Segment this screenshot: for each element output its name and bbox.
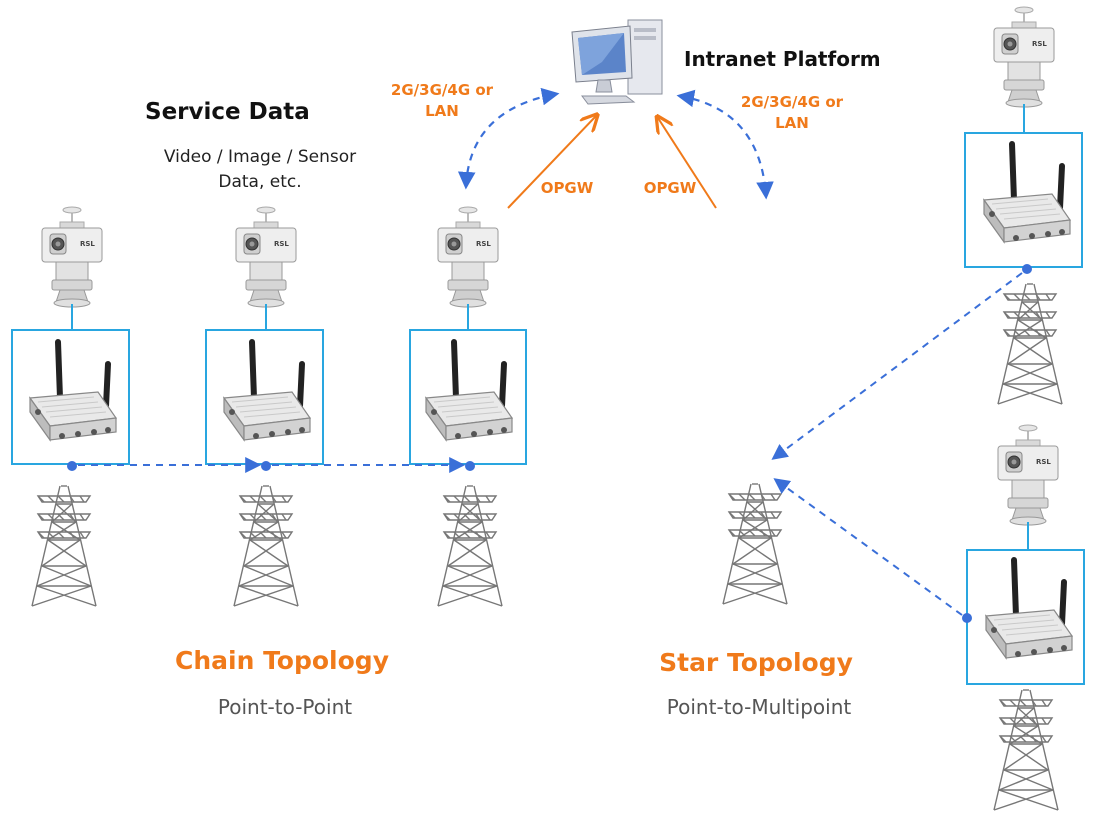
wireless-link-left bbox=[457, 87, 560, 190]
node-dot bbox=[962, 613, 972, 623]
opgw-link-right bbox=[658, 118, 717, 209]
wireless-label-left-line1: 2G/3G/4G or bbox=[391, 81, 494, 99]
computer-icon bbox=[571, 19, 663, 105]
node-dot bbox=[67, 461, 77, 471]
chain-node-1 bbox=[11, 206, 130, 607]
star-topology-title: Star Topology bbox=[659, 648, 853, 677]
router-icon bbox=[984, 144, 1070, 242]
router-icon bbox=[30, 342, 116, 440]
star-node-bottom bbox=[962, 424, 1085, 811]
opgw-link-left bbox=[507, 116, 596, 209]
camera-icon bbox=[235, 206, 297, 308]
tower-icon bbox=[993, 689, 1059, 811]
service-data-subtitle-line2: Data, etc. bbox=[218, 172, 301, 192]
star-node-top bbox=[964, 6, 1083, 405]
router-icon bbox=[426, 342, 512, 440]
star-link-bottom bbox=[773, 478, 963, 616]
tower-icon bbox=[722, 483, 788, 605]
star-topology-subtitle: Point-to-Multipoint bbox=[667, 695, 852, 719]
chain-topology-subtitle: Point-to-Point bbox=[218, 695, 352, 719]
service-data-title: Service Data bbox=[145, 99, 310, 125]
wireless-label-right-line2: LAN bbox=[775, 114, 809, 132]
node-dot bbox=[261, 461, 271, 471]
platform-label: Intranet Platform bbox=[684, 47, 881, 71]
tower-icon bbox=[31, 485, 97, 607]
opgw-label-left: OPGW bbox=[541, 179, 594, 197]
camera-icon bbox=[997, 424, 1059, 526]
router-icon bbox=[986, 560, 1072, 658]
camera-icon bbox=[437, 206, 499, 308]
opgw-label-right: OPGW bbox=[644, 179, 697, 197]
wireless-link-right bbox=[676, 89, 774, 200]
node-dot bbox=[1022, 264, 1032, 274]
chain-node-3 bbox=[409, 206, 527, 607]
router-icon bbox=[224, 342, 310, 440]
camera-icon bbox=[41, 206, 103, 308]
tower-icon bbox=[437, 485, 503, 607]
wireless-label-right-line1: 2G/3G/4G or bbox=[741, 93, 844, 111]
wireless-label-left-line2: LAN bbox=[425, 102, 459, 120]
chain-topology-title: Chain Topology bbox=[175, 646, 389, 675]
star-link-top bbox=[771, 272, 1023, 460]
tower-icon bbox=[997, 283, 1063, 405]
camera-icon bbox=[993, 6, 1055, 108]
service-data-subtitle-line1: Video / Image / Sensor bbox=[164, 147, 356, 167]
chain-node-2 bbox=[205, 206, 324, 607]
node-dot bbox=[465, 461, 475, 471]
tower-icon bbox=[233, 485, 299, 607]
